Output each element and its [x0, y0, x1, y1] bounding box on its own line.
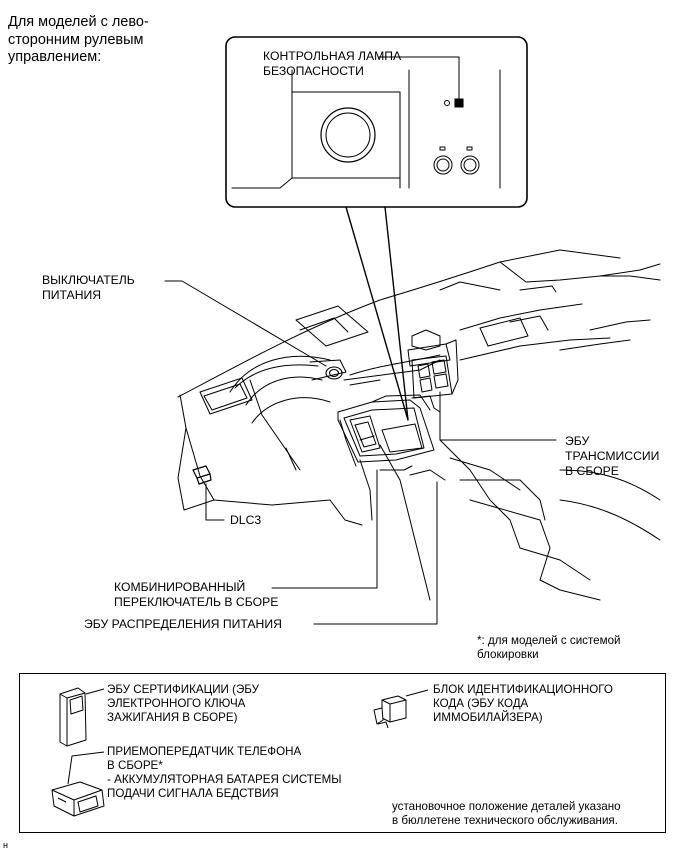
dashboard-outline — [177, 249, 661, 601]
certification-ecu-icon — [59, 687, 87, 747]
transmission-ecu-block — [407, 329, 459, 413]
callout-pointer — [345, 206, 409, 421]
footnote: *: для моделей с системой блокировки — [477, 634, 621, 662]
transmission-ecu-label: ЭБУ ТРАНСМИССИИ В СБОРЕ — [565, 434, 660, 478]
callout-panel-detail — [231, 69, 501, 189]
power-distribution-ecu-label: ЭБУ РАСПРЕДЕЛЕНИЯ ПИТАНИЯ — [84, 617, 282, 631]
phone-transceiver-label: ПРИЕМОПЕРЕДАТЧИК ТЕЛЕФОНА В СБОРЕ* - АКК… — [107, 745, 342, 801]
dlc3-connector — [192, 465, 212, 485]
dlc3-label: DLC3 — [230, 513, 262, 527]
power-switch-knob — [325, 366, 343, 380]
combination-switch-label: КОМБИНИРОВАННЫЙ ПЕРЕКЛЮЧАТЕЛЬ В СБОРЕ — [114, 580, 279, 609]
center-console — [337, 394, 435, 471]
security-lamp-indicator — [454, 98, 464, 108]
phone-transceiver-icon — [51, 781, 105, 817]
power-switch-label: ВЫКЛЮЧАТЕЛЬ ПИТАНИЯ — [42, 273, 135, 302]
corner-mark: н — [3, 840, 8, 850]
id-code-box-icon — [373, 695, 407, 729]
legend-icons — [51, 687, 429, 817]
certification-ecu-label: ЭБУ СЕРТИФИКАЦИИ (ЭБУ ЭЛЕКТРОННОГО КЛЮЧА… — [107, 683, 259, 725]
callout-box — [225, 36, 528, 208]
page-heading: Для моделей с лево- сторонним рулевым уп… — [8, 14, 149, 66]
installation-note: установочное положение деталей указано в… — [392, 800, 621, 828]
id-code-box-label: БЛОК ИДЕНТИФИКАЦИОННОГО КОДА (ЭБУ КОДА И… — [433, 683, 613, 725]
legend-box — [19, 673, 666, 833]
security-lamp-label: КОНТРОЛЬНАЯ ЛАМПА БЕЗОПАСНОСТИ — [263, 49, 402, 78]
